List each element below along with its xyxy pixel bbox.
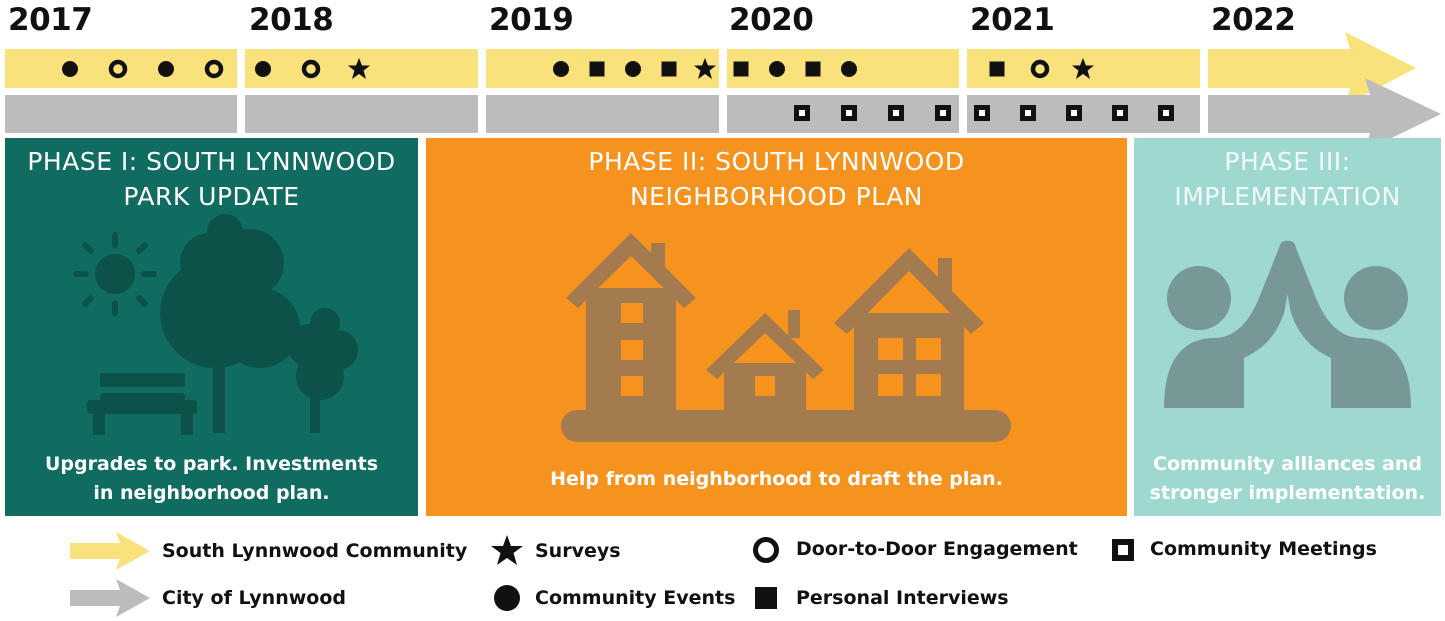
community-marker-circle-2017-3 [158,61,174,77]
phase-3-desc-line-2: stronger implementation. [1149,482,1426,504]
city-band-2017 [5,95,237,133]
community-marker-star-2021-3 [1072,58,1094,79]
city-marker-hollow-square-2021-2 [1020,105,1036,121]
city-marker-hollow-square-2020-1 [794,105,810,121]
phase-1-title-line-2: PARK UPDATE [123,182,300,211]
phase-3-title-line-1: PHASE III: [1224,147,1351,176]
legend-community-arrow-icon [70,532,150,570]
phase-2-title-line-2: NEIGHBORHOOD PLAN [629,182,924,211]
phase-1-desc-line-1: Upgrades to park. Investments [44,453,379,475]
phase-3-panel: PHASE III: IMPLEMENTATION Community alli… [1134,138,1441,516]
legend-door-to-door: Door-to-Door Engagement [796,538,1078,560]
community-marker-square-2020-3 [805,61,821,77]
community-marker-square-2020-1 [733,61,749,77]
year-label-2020: 2020 [729,2,814,38]
city-marker-hollow-square-2020-3 [888,105,904,121]
legend-symbols [70,532,1134,617]
community-arrow [1208,32,1416,105]
community-marker-ring-2017-4 [207,62,221,76]
timeline-markers [62,58,1174,121]
phase-2-title: PHASE II: SOUTH LYNNWOOD NEIGHBORHOOD PL… [426,144,1127,214]
phase-1-title-line-1: PHASE I: SOUTH LYNNWOOD [27,147,396,176]
phase-3-desc-line-1: Community alliances and [1153,453,1422,475]
phase-1-title: PHASE I: SOUTH LYNNWOOD PARK UPDATE [5,144,418,214]
phase-3-title-line-2: IMPLEMENTATION [1174,182,1401,211]
phase-1-panel: PHASE I: SOUTH LYNNWOOD PARK UPDATE Upgr… [5,138,418,516]
high-five-icon [1164,240,1411,408]
community-marker-circle-2019-1 [553,61,569,77]
park-bench-trees-sun-icon [73,214,358,435]
phase-2-desc-line-1: Help from neighborhood to draft the plan… [550,468,1003,490]
community-marker-circle-2018-1 [255,61,271,77]
year-label-2021: 2021 [970,2,1055,38]
year-label-2019: 2019 [489,2,574,38]
legend-south-lynnwood-community: South Lynnwood Community [162,540,468,562]
legend-city-of-lynnwood: City of Lynnwood [162,587,346,609]
community-marker-ring-2021-2 [1033,62,1047,76]
community-marker-star-2019-5 [694,58,716,79]
city-marker-hollow-square-2021-3 [1066,105,1082,121]
community-marker-square-2019-4 [661,61,677,77]
city-band-2019 [486,95,719,133]
phase-3-description: Community alliances and stronger impleme… [1134,450,1441,508]
year-label-2018: 2018 [249,2,334,38]
legend-community-events: Community Events [535,587,736,609]
legend-square-icon [755,587,777,609]
city-marker-hollow-square-2020-4 [935,105,951,121]
phase-1-description: Upgrades to park. Investments in neighbo… [5,450,418,508]
legend-personal-interviews: Personal Interviews [796,587,1009,609]
community-marker-circle-2020-2 [769,61,785,77]
legend-ring-icon [753,537,779,563]
community-marker-circle-2019-3 [625,61,641,77]
community-marker-star-2018-3 [348,58,370,79]
timeline-arrows [1208,32,1441,140]
community-band-2017 [5,49,237,88]
community-marker-ring-2017-2 [111,62,125,76]
phase-2-description: Help from neighborhood to draft the plan… [426,465,1127,494]
legend-community-meetings: Community Meetings [1150,538,1377,560]
houses-icon [561,233,1011,442]
community-marker-circle-2017-1 [62,61,78,77]
city-arrow [1208,78,1441,140]
phase-3-title: PHASE III: IMPLEMENTATION [1134,144,1441,214]
phase-1-desc-line-2: in neighborhood plan. [93,482,330,504]
city-band-2018 [245,95,478,133]
legend-surveys: Surveys [535,540,621,562]
phase-2-panel: PHASE II: SOUTH LYNNWOOD NEIGHBORHOOD PL… [426,138,1127,516]
phase-2-title-line-1: PHASE II: SOUTH LYNNWOOD [588,147,965,176]
city-marker-hollow-square-2020-2 [841,105,857,121]
legend-filled-circle-icon [494,585,520,611]
community-marker-square-2021-1 [989,61,1005,77]
community-marker-circle-2020-4 [841,61,857,77]
city-marker-hollow-square-2021-5 [1158,105,1174,121]
city-marker-hollow-square-2021-4 [1112,105,1128,121]
legend-city-arrow-icon [70,579,150,617]
city-marker-hollow-square-2021-1 [974,105,990,121]
legend-star-icon [491,535,523,565]
community-marker-square-2019-2 [589,61,605,77]
year-label-2022: 2022 [1211,2,1296,38]
year-label-2017: 2017 [8,2,93,38]
community-marker-ring-2018-2 [304,62,318,76]
